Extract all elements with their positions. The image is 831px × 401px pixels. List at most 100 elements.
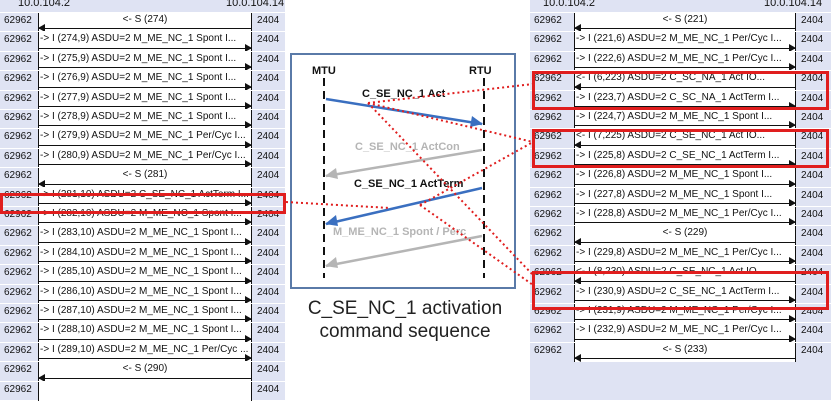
message-arrow xyxy=(574,299,796,301)
spont-label: M_ME_NC_1 Spont / Perc xyxy=(333,226,466,238)
message-lane: -> I (276,9) ASDU=2 M_ME_NC_1 Spont I... xyxy=(38,71,252,91)
trace-row[interactable]: 62962<- S (221)2404 xyxy=(530,12,831,33)
trace-row[interactable]: 62962<- I (6,223) ASDU=2 C_SC_NA_1 Act I… xyxy=(530,70,831,91)
arrow-right-icon xyxy=(789,334,796,343)
dest-port: 2404 xyxy=(257,170,280,182)
trace-row[interactable]: 62962-> I (222,6) ASDU=2 M_ME_NC_1 Per/C… xyxy=(530,50,831,72)
trace-row[interactable]: 62962-> I (283,10) ASDU=2 M_ME_NC_1 Spon… xyxy=(0,225,285,246)
arrow-right-icon xyxy=(245,198,252,207)
dest-port: 2404 xyxy=(801,53,824,65)
source-port: 62962 xyxy=(534,228,562,240)
dest-port: 2404 xyxy=(257,344,280,356)
trace-row[interactable]: 62962<- S (274)2404 xyxy=(0,12,285,33)
message-lane: <- S (221) xyxy=(574,13,796,33)
arrow-right-icon xyxy=(789,179,796,188)
trace-row[interactable]: 62962-> I (274,9) ASDU=2 M_ME_NC_1 Spont… xyxy=(0,31,285,52)
trace-row[interactable]: 62962<- S (229)2404 xyxy=(530,225,831,246)
source-port: 62962 xyxy=(534,286,562,298)
message-lane: <- S (290) xyxy=(38,362,252,382)
message-arrow xyxy=(38,86,252,88)
dest-lifeline xyxy=(251,13,252,33)
message-arrow xyxy=(38,299,252,301)
message-arrow xyxy=(574,319,796,321)
message-arrow xyxy=(574,86,796,88)
trace-row[interactable]: 62962-> I (288,10) ASDU=2 M_ME_NC_1 Spon… xyxy=(0,322,285,343)
source-lifeline xyxy=(574,129,575,149)
source-port: 62962 xyxy=(4,112,32,123)
source-port: 62962 xyxy=(4,53,32,65)
trace-row[interactable]: 62962-> I (286,10) ASDU=2 M_ME_NC_1 Spon… xyxy=(0,283,285,304)
dest-port: 2404 xyxy=(257,209,280,220)
arrow-right-icon xyxy=(789,121,796,130)
arrow-right-icon xyxy=(789,101,796,110)
source-port: 62962 xyxy=(4,150,32,162)
source-lifeline xyxy=(574,51,575,72)
arrow-right-icon xyxy=(245,354,252,363)
source-port: 62962 xyxy=(4,325,32,337)
trace-row[interactable]: 62962-> I (277,9) ASDU=2 M_ME_NC_1 Spont… xyxy=(0,89,285,110)
source-port: 62962 xyxy=(534,209,562,220)
caption-line1: C_SE_NC_1 activation xyxy=(307,298,503,319)
trace-row[interactable]: 62962 -> I (230,9) ASDU=2 C_SE_NC_1 ActTe… xyxy=(530,283,831,304)
message-lane: -> I (289,10) ASDU=2 M_ME_NC_1 Per/Cyc .… xyxy=(38,342,252,363)
dest-port: 2404 xyxy=(801,325,824,337)
dest-lifeline xyxy=(251,71,252,91)
message-arrow xyxy=(574,241,796,243)
message-text: <- S (274) xyxy=(122,14,168,25)
trace-row[interactable]: 62962-> I (285,10) ASDU=2 M_ME_NC_1 Spon… xyxy=(0,264,285,285)
trace-row[interactable]: 62962-> I (226,8) ASDU=2 M_ME_NC_1 Spont… xyxy=(530,167,831,188)
source-lifeline xyxy=(38,32,39,52)
trace-row[interactable]: 62962-> I (221,6) ASDU=2 M_ME_NC_1 Per/C… xyxy=(530,31,831,52)
message-lane: -> I (280,9) ASDU=2 M_ME_NC_1 Per/Cyc I.… xyxy=(38,148,252,169)
message-arrow xyxy=(574,164,796,166)
trace-row[interactable]: 62962-> I (232,9) ASDU=2 M_ME_NC_1 Per/C… xyxy=(530,322,831,343)
trace-row[interactable]: 62962-> I (229,8) ASDU=2 M_ME_NC_1 Per/C… xyxy=(530,244,831,266)
arrow-right-icon xyxy=(245,334,252,343)
message-lane: -> I (230,9) ASDU=2 C_SE_NC_1 ActTerm I.… xyxy=(574,284,796,304)
dest-port: 2404 xyxy=(801,73,824,85)
trace-row[interactable]: 62962-> I (275,9) ASDU=2 M_ME_NC_1 Spont… xyxy=(0,50,285,72)
connector-actterm-row7225 xyxy=(419,141,534,206)
message-lane: <- S (281) xyxy=(38,168,252,188)
connector-act-row7225 xyxy=(367,102,534,143)
actterm-label: C_SE_NC_1 ActTerm xyxy=(354,178,464,190)
trace-row[interactable]: 62962<- S (281)2404 xyxy=(0,167,285,188)
source-lifeline xyxy=(574,187,575,207)
message-lane: -> I (229,8) ASDU=2 M_ME_NC_1 Per/Cyc I.… xyxy=(574,245,796,266)
message-text: <- I (7,225) ASDU=2 C_SE_NC_1 Act IO... xyxy=(576,130,765,142)
source-lifeline xyxy=(574,342,575,363)
message-lane: -> I (228,8) ASDU=2 M_ME_NC_1 Per/Cyc I.… xyxy=(574,207,796,227)
dest-lifeline xyxy=(795,187,796,207)
trace-row[interactable]: 62962<- I (7,225) ASDU=2 C_SE_NC_1 Act I… xyxy=(530,128,831,149)
message-lane: -> I (223,7) ASDU=2 C_SC_NA_1 ActTerm I.… xyxy=(574,90,796,110)
source-lifeline xyxy=(574,226,575,246)
dest-port: 2404 xyxy=(257,247,280,259)
trace-row[interactable]: 62962<- S (290)2404 xyxy=(0,361,285,382)
dest-port: 2404 xyxy=(801,112,824,123)
trace-row[interactable]: 62962-> I (278,9) ASDU=2 M_ME_NC_1 Spont… xyxy=(0,109,285,130)
trace-row[interactable]: 62962-> I (289,10) ASDU=2 M_ME_NC_1 Per/… xyxy=(0,341,285,363)
source-lifeline xyxy=(38,342,39,363)
trace-row[interactable]: 62962-> I (284,10) ASDU=2 M_ME_NC_1 Spon… xyxy=(0,244,285,266)
arrow-right-icon xyxy=(245,140,252,149)
dest-port: 2404 xyxy=(257,286,280,298)
dest-lifeline xyxy=(251,148,252,169)
message-text: <- S (281) xyxy=(122,169,168,181)
trace-row[interactable]: 62962 -> I (280,9) ASDU=2 M_ME_NC_1 Per/C… xyxy=(0,147,285,169)
trace-row[interactable]: 62962-> I (276,9) ASDU=2 M_ME_NC_1 Spont… xyxy=(0,70,285,91)
message-lane: -> I (285,10) ASDU=2 M_ME_NC_1 Spont I..… xyxy=(38,265,252,285)
trace-row[interactable]: 62962-> I (225,8) ASDU=2 C_SE_NC_1 ActTe… xyxy=(530,147,831,169)
source-port: 62962 xyxy=(4,131,32,143)
trace-row[interactable]: 62962-> I (227,8) ASDU=2 M_ME_NC_1 Spont… xyxy=(530,186,831,207)
message-lane: -> I (222,6) ASDU=2 M_ME_NC_1 Per/Cyc I.… xyxy=(574,51,796,72)
message-arrow xyxy=(38,105,252,107)
message-arrow xyxy=(38,202,252,204)
trace-row[interactable]: 62962-> I (223,7) ASDU=2 C_SC_NA_1 ActTe… xyxy=(530,89,831,110)
trace-row[interactable]: 62962-> I (279,9) ASDU=2 M_ME_NC_1 Per/C… xyxy=(0,128,285,149)
message-lane: -> I (226,8) ASDU=2 M_ME_NC_1 Spont I... xyxy=(574,168,796,188)
trace-row[interactable]: 62962-> I (287,10) ASDU=2 M_ME_NC_1 Spon… xyxy=(0,303,285,324)
trace-row[interactable]: 62962 -> I (228,8) ASDU=2 M_ME_NC_1 Per/C… xyxy=(530,206,831,227)
dest-lifeline xyxy=(795,32,796,52)
trace-row[interactable]: 62962<- S (233)2404 xyxy=(530,341,831,363)
